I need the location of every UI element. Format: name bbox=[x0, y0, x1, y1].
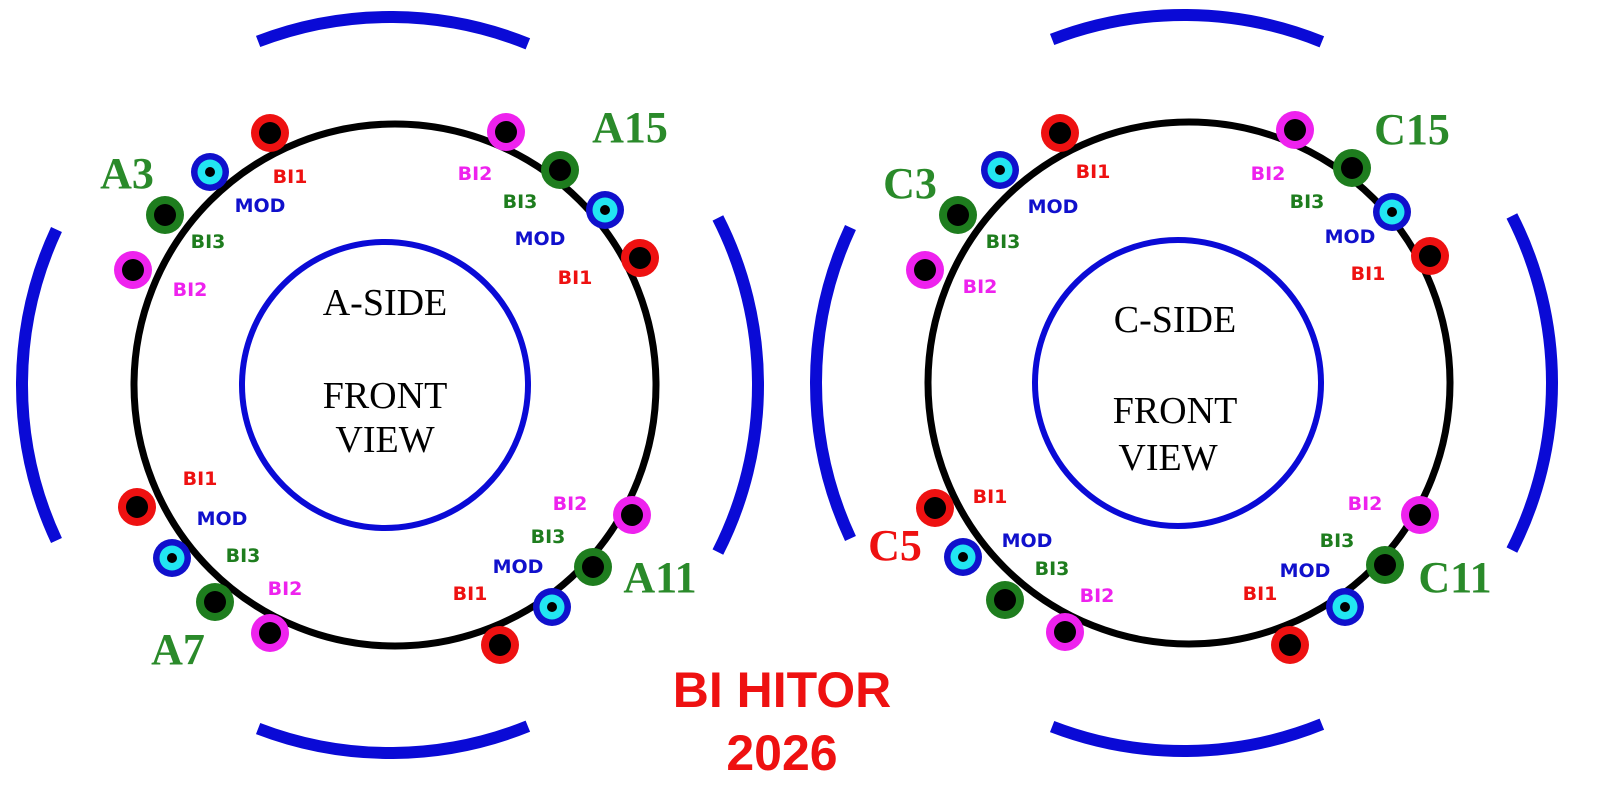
detector-label: BI2 bbox=[458, 163, 493, 185]
detector-label: BI3 bbox=[1035, 558, 1070, 580]
group-label: A11 bbox=[623, 553, 696, 602]
detector-bi2 bbox=[1401, 496, 1439, 534]
detector-label: BI1 bbox=[1076, 161, 1111, 183]
group-label: C3 bbox=[883, 159, 937, 208]
group-label: A3 bbox=[100, 149, 154, 198]
beam-pipe-circle bbox=[130, 120, 660, 650]
detector-mod bbox=[191, 153, 229, 191]
detector-label: BI1 bbox=[1243, 583, 1278, 605]
side-front: FRONT bbox=[323, 375, 448, 417]
outer-arc-top bbox=[1049, 9, 1325, 48]
title-line1: BI HITOR bbox=[673, 662, 892, 718]
detector-bi3 bbox=[986, 581, 1024, 619]
side-front: FRONT bbox=[1113, 390, 1238, 432]
detector-label: BI3 bbox=[226, 545, 261, 567]
inner-circle bbox=[239, 239, 531, 531]
detector-label: BI1 bbox=[183, 468, 218, 490]
detector-label: BI2 bbox=[553, 493, 588, 515]
title-line2: 2026 bbox=[726, 725, 837, 781]
detector-bi1 bbox=[1271, 626, 1309, 664]
side-name: C-SIDE bbox=[1114, 299, 1236, 341]
detector-bi2 bbox=[487, 113, 525, 151]
detector-label: MOD bbox=[493, 556, 544, 578]
inner-circle bbox=[1032, 237, 1324, 529]
detector-label: BI3 bbox=[1290, 191, 1325, 213]
detector-bi1 bbox=[481, 626, 519, 664]
outer-arc-bottom bbox=[1049, 718, 1325, 757]
detector-bi3 bbox=[1333, 149, 1371, 187]
detector-mod bbox=[586, 191, 624, 229]
detector-label: MOD bbox=[515, 228, 566, 250]
detector-label: BI3 bbox=[503, 191, 538, 213]
detector-bi1 bbox=[251, 114, 289, 152]
detector-bi3 bbox=[146, 196, 184, 234]
side-name: A-SIDE bbox=[323, 282, 448, 324]
group-label: A15 bbox=[592, 103, 668, 152]
detector-label: BI1 bbox=[273, 166, 308, 188]
detector-bi1 bbox=[118, 488, 156, 526]
detector-label: MOD bbox=[235, 195, 286, 217]
detector-label: MOD bbox=[197, 508, 248, 530]
detector-mod bbox=[1373, 193, 1411, 231]
detector-label: BI3 bbox=[1320, 530, 1355, 552]
detector-bi1 bbox=[916, 489, 954, 527]
detector-label: MOD bbox=[1002, 530, 1053, 552]
detector-label: BI3 bbox=[191, 231, 226, 253]
outer-arc-left bbox=[810, 224, 856, 542]
detector-bi2 bbox=[114, 251, 152, 289]
detector-label: BI2 bbox=[1348, 493, 1383, 515]
detector-bi3 bbox=[1366, 546, 1404, 584]
detector-bi3 bbox=[574, 548, 612, 586]
detector-bi1 bbox=[1041, 114, 1079, 152]
outer-arc-left bbox=[16, 226, 62, 544]
detector-bi3 bbox=[541, 151, 579, 189]
beam-pipe-circle bbox=[924, 118, 1454, 648]
detector-label: MOD bbox=[1280, 560, 1331, 582]
side-view: VIEW bbox=[1118, 437, 1217, 479]
detector-label: BI2 bbox=[268, 578, 303, 600]
outer-arc-right bbox=[1506, 213, 1558, 553]
detector-bi3 bbox=[939, 196, 977, 234]
detector-mod bbox=[153, 539, 191, 577]
outer-arc-top bbox=[255, 11, 531, 50]
group-label: C11 bbox=[1418, 553, 1491, 602]
detector-label: BI2 bbox=[1080, 585, 1115, 607]
detector-label: BI2 bbox=[1251, 163, 1286, 185]
detector-bi2 bbox=[613, 496, 651, 534]
detector-label: BI3 bbox=[986, 231, 1021, 253]
detector-bi2 bbox=[1276, 111, 1314, 149]
group-label: A7 bbox=[151, 625, 205, 674]
detector-label: BI1 bbox=[973, 486, 1008, 508]
detector-label: MOD bbox=[1028, 196, 1079, 218]
detector-label: MOD bbox=[1325, 226, 1376, 248]
group-label: C5 bbox=[868, 521, 922, 570]
detector-label: BI2 bbox=[173, 279, 208, 301]
detector-bi1 bbox=[1411, 237, 1449, 275]
detector-bi2 bbox=[906, 251, 944, 289]
detector-mod bbox=[944, 538, 982, 576]
detector-label: BI1 bbox=[558, 267, 593, 289]
detector-mod bbox=[533, 588, 571, 626]
detector-label: BI1 bbox=[453, 583, 488, 605]
outer-arc-bottom bbox=[255, 720, 531, 759]
side-view: VIEW bbox=[335, 419, 434, 461]
detector-bi2 bbox=[251, 614, 289, 652]
detector-bi2 bbox=[1046, 613, 1084, 651]
detector-label: BI1 bbox=[1351, 263, 1386, 285]
detector-bi3 bbox=[196, 583, 234, 621]
detector-label: BI2 bbox=[963, 276, 998, 298]
detector-bi1 bbox=[621, 239, 659, 277]
outer-arc-right bbox=[712, 215, 764, 555]
detector-mod bbox=[981, 151, 1019, 189]
detector-mod bbox=[1326, 588, 1364, 626]
group-label: C15 bbox=[1374, 105, 1450, 154]
detector-label: BI3 bbox=[531, 526, 566, 548]
